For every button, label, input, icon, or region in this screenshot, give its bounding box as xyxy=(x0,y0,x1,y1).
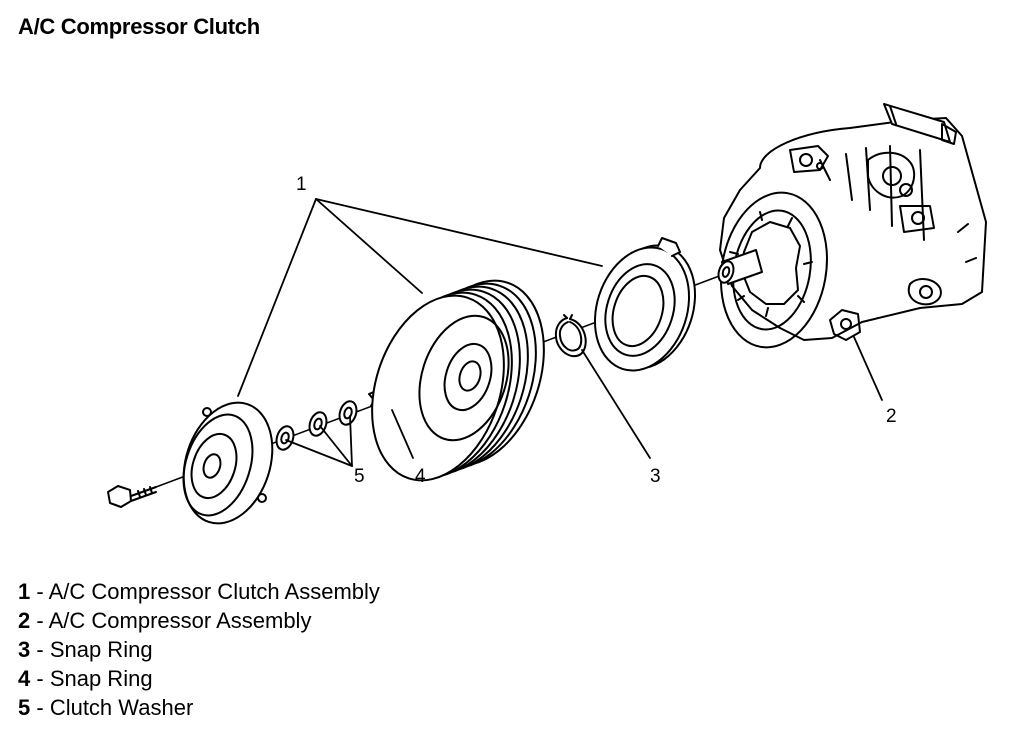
compressor-body xyxy=(719,103,987,349)
legend-text: Snap Ring xyxy=(49,666,153,691)
legend-number: 3 xyxy=(18,637,31,662)
snap-ring-3 xyxy=(554,314,587,358)
callout-4: 4 xyxy=(415,466,426,487)
legend-number: 4 xyxy=(18,666,31,691)
clutch-hub-plate xyxy=(182,401,274,525)
field-coil xyxy=(593,237,697,372)
legend-number: 5 xyxy=(18,695,31,720)
bolt xyxy=(107,485,157,508)
legend-separator: - xyxy=(30,666,50,691)
pulley xyxy=(371,279,545,482)
legend-number: 1 xyxy=(18,579,31,604)
legend-item: 1 - A/C Compressor Clutch Assembly xyxy=(18,577,380,606)
legend-text: Clutch Washer xyxy=(49,695,194,720)
legend-text: A/C Compressor Clutch Assembly xyxy=(48,579,380,604)
callout-1: 1 xyxy=(296,174,307,195)
legend-text: A/C Compressor Assembly xyxy=(48,608,312,633)
legend-item: 2 - A/C Compressor Assembly xyxy=(18,606,380,635)
callout-5: 5 xyxy=(354,466,365,487)
legend-separator: - xyxy=(30,579,49,604)
legend-item: 4 - Snap Ring xyxy=(18,664,380,693)
parts-legend: 1 - A/C Compressor Clutch Assembly 2 - A… xyxy=(18,577,380,722)
clutch-washer-3 xyxy=(338,400,358,426)
legend-separator: - xyxy=(30,637,50,662)
legend-item: 5 - Clutch Washer xyxy=(18,693,380,722)
legend-text: Snap Ring xyxy=(49,637,153,662)
clutch-washer-1 xyxy=(275,425,295,451)
legend-item: 3 - Snap Ring xyxy=(18,635,380,664)
compressor-shaft xyxy=(717,249,763,285)
legend-number: 2 xyxy=(18,608,31,633)
diagram-title: A/C Compressor Clutch xyxy=(18,14,260,39)
legend-separator: - xyxy=(30,695,50,720)
legend-separator: - xyxy=(30,608,49,633)
callout-3: 3 xyxy=(650,466,661,487)
leader-lines xyxy=(237,198,883,467)
callout-2: 2 xyxy=(886,406,897,427)
